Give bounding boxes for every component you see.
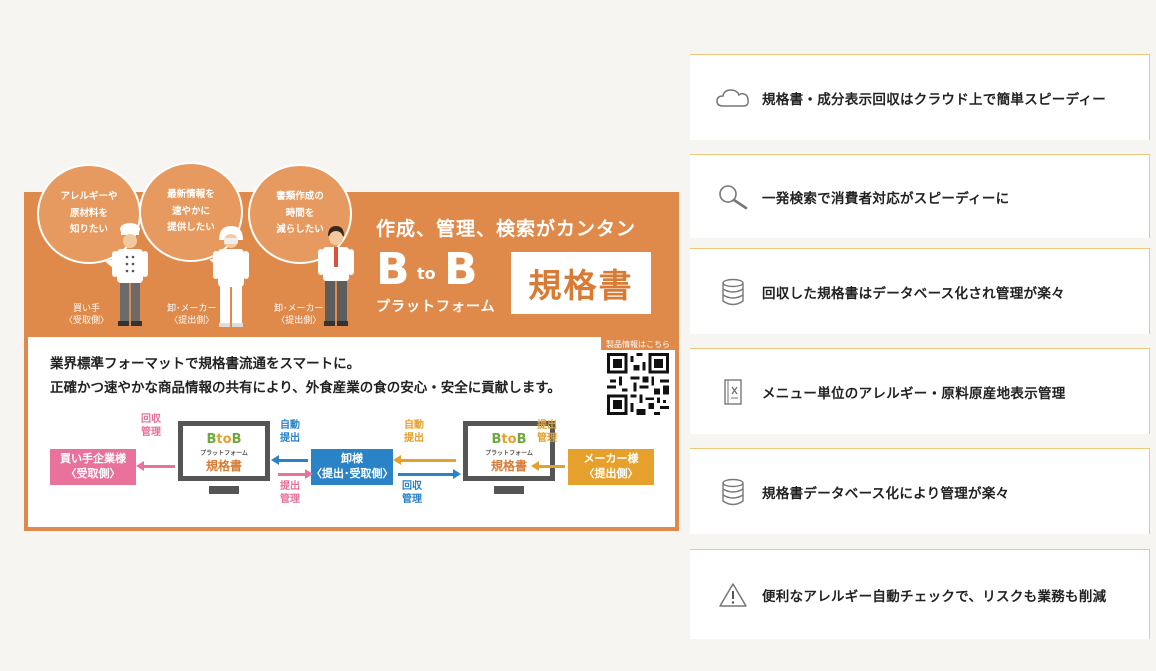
logo-b-right: B <box>444 244 478 295</box>
monitor-subtitle: プラットフォーム <box>200 450 248 457</box>
factory-worker-illustration <box>213 226 249 327</box>
feature-search: 一発検索で消費者対応がスピーディーに <box>690 154 1150 238</box>
arrow-wholesale-to-platform <box>271 455 308 465</box>
feature-menu-allergy: メニュー単位のアレルギー・原料原産地表示管理 <box>690 348 1150 434</box>
feature-text: 便利なアレルギー自動チェックで、リスクも業務も削減 <box>762 588 1107 605</box>
lead-text: 業界標準フォーマットで規格書流通をスマートに。 正確かつ速やかな商品情報の共有に… <box>50 353 561 400</box>
monitor-title: 規格書 <box>490 459 527 473</box>
monitor-stand <box>209 486 239 494</box>
qr-code-icon[interactable] <box>607 353 669 415</box>
monitor-title: 規格書 <box>205 459 242 473</box>
banner-header: アレルギーや 原材料を 知りたい 最新情報を 速やかに 提供したい 書類作成の … <box>24 162 679 337</box>
arrow-maker-to-platform <box>531 461 565 471</box>
label-auto-submit: 自動 提出 <box>404 420 424 444</box>
businessman-illustration <box>318 226 354 326</box>
monitor-stand <box>494 486 524 494</box>
banner-body: 業界標準フォーマットで規格書流通をスマートに。 正確かつ速やかな商品情報の共有に… <box>28 337 675 527</box>
feature-allergy-check: 便利なアレルギー自動チェックで、リスクも業務も削減 <box>690 549 1150 639</box>
btob-banner: アレルギーや 原材料を 知りたい 最新情報を 速やかに 提供したい 書類作成の … <box>24 162 679 531</box>
qr-label: 製品情報はこちら <box>601 337 675 350</box>
monitor-logo: BtoB <box>206 432 242 447</box>
label-auto-submit: 自動 提出 <box>280 420 300 444</box>
flow-buyer-box: 買い手企業様 〈受取側〉 <box>50 449 136 485</box>
kikaku-title: 規格書 <box>511 252 651 314</box>
feature-text: 回収した規格書はデータベース化され管理が楽々 <box>762 285 1065 302</box>
role-maker: 卸･メーカー 〈提出側〉 <box>274 304 324 326</box>
menu-book-icon <box>715 377 751 407</box>
arrow-platform-to-wholesale <box>278 469 313 479</box>
label-submit-manage: 提出 管理 <box>280 481 300 505</box>
flow-wholesale-box: 卸様 〈提出･受取側〉 <box>311 449 394 485</box>
lead-line-1: 業界標準フォーマットで規格書流通をスマートに。 <box>50 356 361 372</box>
feature-text: 規格書・成分表示回収はクラウド上で簡単スピーディー <box>762 91 1107 108</box>
logo-b-left: B <box>376 244 410 295</box>
feature-text: 一発検索で消費者対応がスピーディーに <box>762 190 1010 207</box>
arrow-platform-to-wholesale-auto <box>393 455 456 465</box>
flow-maker-box: メーカー様 〈提出側〉 <box>568 449 654 485</box>
feature-database-2: 規格書データベース化により管理が楽々 <box>690 448 1150 534</box>
chef-illustration <box>112 223 148 326</box>
lead-line-2: 正確かつ速やかな商品情報の共有により、外食産業の食の安心・安全に貢献します。 <box>50 379 561 396</box>
warning-icon <box>715 580 751 610</box>
magnifier-icon <box>715 182 751 212</box>
speech-bubble-buyer: アレルギーや 原材料を 知りたい <box>37 164 141 264</box>
cloud-icon <box>715 83 751 113</box>
feature-text: 規格書データベース化により管理が楽々 <box>762 485 1010 502</box>
feature-text: メニュー単位のアレルギー・原料原産地表示管理 <box>762 385 1066 402</box>
feature-database: 回収した規格書はデータベース化され管理が楽々 <box>690 248 1150 334</box>
monitor-logo: BtoB <box>491 432 527 447</box>
role-buyer: 買い手 〈受取側〉 <box>64 304 110 326</box>
database-icon <box>715 477 751 507</box>
catch-copy: 作成、管理、検索がカンタン <box>376 218 637 240</box>
role-wholesale: 卸･メーカー 〈提出側〉 <box>167 304 217 326</box>
speech-bubble-wholesale: 最新情報を 速やかに 提供したい <box>139 162 243 262</box>
arrow-to-buyer <box>136 461 175 471</box>
label-submit-manage: 提出 管理 <box>537 420 557 444</box>
label-collect-manage: 回収 管理 <box>141 414 161 438</box>
logo-to: to <box>417 264 436 283</box>
feature-cloud: 規格書・成分表示回収はクラウド上で簡単スピーディー <box>690 54 1150 140</box>
monitor-subtitle: プラットフォーム <box>485 450 533 457</box>
arrow-wholesale-to-platform-collect <box>398 469 461 479</box>
monitor-left: BtoB プラットフォーム 規格書 <box>178 421 270 481</box>
database-icon <box>715 277 751 307</box>
monitor-right: BtoB プラットフォーム 規格書 <box>463 421 555 481</box>
label-collect-manage: 回収 管理 <box>402 481 422 505</box>
logo-subtitle: プラットフォーム <box>376 299 496 315</box>
